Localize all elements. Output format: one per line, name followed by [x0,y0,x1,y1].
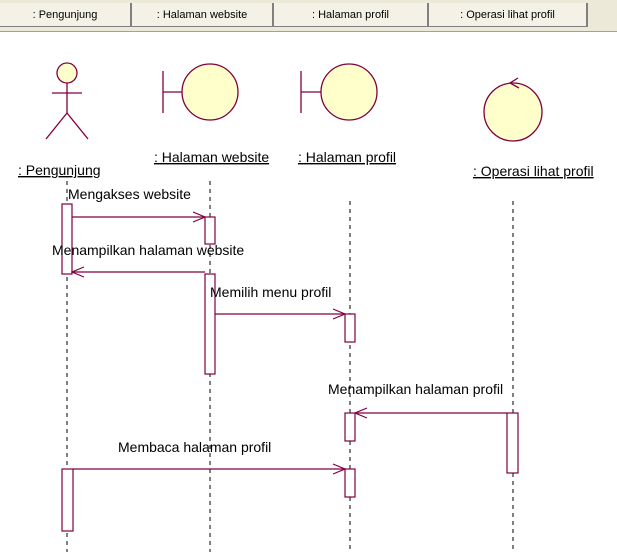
activation-bar [204,216,216,245]
message-label: Menampilkan halaman profil [328,381,503,397]
message-label: Menampilkan halaman website [52,242,244,258]
activation-bar [61,203,73,275]
activation-bar [344,412,356,442]
actor-icon[interactable] [45,62,89,140]
activation-bar [344,313,356,343]
control-icon[interactable] [483,77,543,142]
sequence-diagram: : Pengunjung : Halaman website : Halaman… [18,62,594,552]
header-cell-halaman-profil[interactable]: : Halaman profil [274,3,429,27]
boundary-icon[interactable] [300,63,378,121]
activation-bar [61,468,74,532]
object-label-halaman-profil: : Halaman profil [298,149,396,165]
activation-bar [204,273,216,375]
object-header-bar: : Pengunjung : Halaman website : Halaman… [0,0,617,32]
header-cell-operasi-lihat-profil[interactable]: : Operasi lihat profil [429,3,588,27]
message-label: Memilih menu profil [210,284,331,300]
boundary-icon[interactable] [162,63,239,121]
message-label: Mengakses website [68,186,191,202]
header-cell-pengunjung[interactable]: : Pengunjung [0,3,132,27]
message-label: Membaca halaman profil [118,439,271,455]
activation-bar [506,412,519,474]
object-label-halaman-website: : Halaman website [154,149,269,165]
header-cell-halaman-website[interactable]: : Halaman website [132,3,274,27]
activation-bar [344,468,356,498]
object-label-operasi-lihat-profil: : Operasi lihat profil [473,163,594,179]
object-label-pengunjung: : Pengunjung [18,162,101,178]
